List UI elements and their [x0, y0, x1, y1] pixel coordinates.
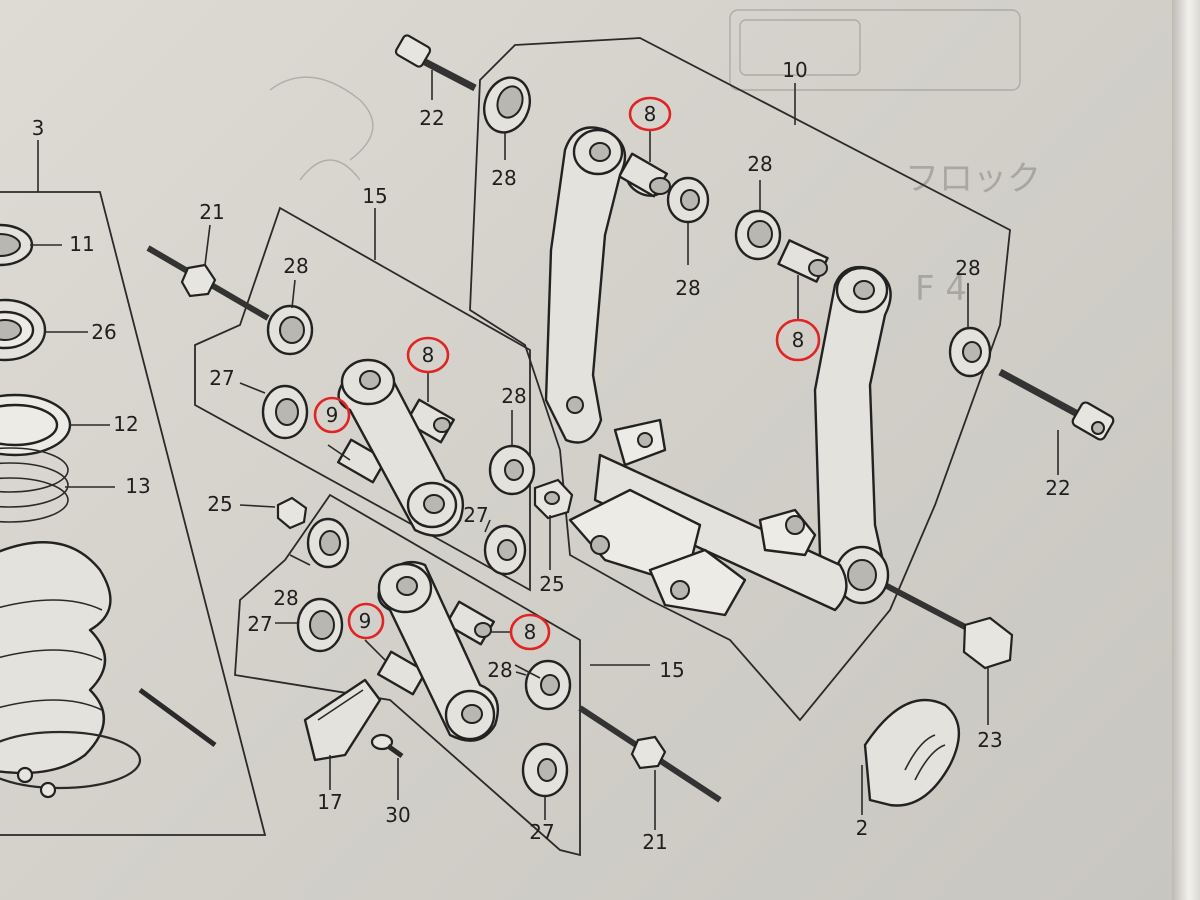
callout-10: 10	[782, 58, 807, 82]
cover-2	[863, 698, 961, 807]
assembly-box-15-lower	[234, 493, 581, 857]
rocker-arm-right	[813, 265, 892, 605]
svg-text:F 4: F 4	[915, 269, 967, 309]
callout-25-left: 25	[207, 492, 232, 516]
callout-27-bottom: 27	[529, 820, 554, 844]
highlight-ring-9-upper	[313, 396, 351, 434]
dust-seal-27-center	[483, 524, 527, 576]
dust-seal-27-left	[261, 384, 309, 440]
bolt-21-lower	[578, 705, 722, 803]
bolt-22-top	[394, 34, 477, 92]
assembly-box-15-upper	[194, 206, 531, 592]
washer-28-center	[488, 444, 536, 496]
callout-8-top: 8	[644, 102, 657, 126]
highlight-ring-8-mid	[775, 318, 821, 362]
leader-lines	[30, 70, 1059, 830]
callout-15-upper: 15	[362, 184, 387, 208]
highlight-rings	[313, 96, 821, 651]
highlight-ring-8-lower	[509, 613, 551, 651]
callout-9-upper: 9	[326, 403, 339, 427]
callout-30: 30	[385, 803, 410, 827]
dust-seal-28-left	[266, 304, 314, 356]
grease-nipple-25-left	[276, 496, 308, 530]
page-binding-edge	[1172, 0, 1200, 900]
bushing-9-upper	[336, 438, 388, 484]
bolt-23	[883, 582, 1014, 670]
washer-28-right	[948, 326, 992, 378]
highlight-ring-9-lower	[347, 602, 385, 640]
callout-15-lower: 15	[659, 658, 684, 682]
callout-8-upper-link: 8	[422, 343, 435, 367]
assembly-box-3	[0, 191, 267, 836]
bushing-8-upper-link	[404, 398, 456, 444]
callout-28-left: 28	[283, 254, 308, 278]
dust-seal-27-lower-left	[296, 597, 344, 653]
link-rod-upper	[337, 358, 465, 537]
callout-28-top-right: 28	[675, 276, 700, 300]
callout-28-top: 28	[491, 166, 516, 190]
callout-12: 12	[113, 412, 138, 436]
bushing-8-top	[617, 152, 671, 198]
spring-13	[0, 447, 69, 523]
callout-27-lower-left: 27	[247, 612, 272, 636]
callout-26: 26	[91, 320, 116, 344]
bracket-17	[303, 678, 382, 762]
callout-9-lower: 9	[359, 609, 372, 633]
bushing-8-lower	[444, 600, 496, 646]
oil-seal-26	[0, 298, 47, 362]
bellows-boot	[0, 541, 217, 799]
callout-3: 3	[32, 116, 45, 140]
callout-8-mid: 8	[792, 328, 805, 352]
washer-28-lower-right	[524, 659, 572, 711]
callout-11: 11	[69, 232, 94, 256]
callout-28-mid: 28	[747, 152, 772, 176]
bushing-9-lower	[376, 650, 428, 696]
dust-seal-28-mid	[734, 209, 782, 261]
callout-17: 17	[317, 790, 342, 814]
callout-2: 2	[856, 816, 869, 840]
spring-seat-12	[0, 393, 72, 457]
washer-28-lower-left	[306, 517, 350, 569]
assembly-box-10	[469, 37, 1011, 722]
callout-21-upper: 21	[199, 200, 224, 224]
washer-28-top-right	[666, 176, 710, 224]
callout-21-lower: 21	[642, 830, 667, 854]
callout-27-center: 27	[463, 503, 488, 527]
callout-28-center: 28	[501, 384, 526, 408]
bushing-8-mid	[777, 239, 829, 283]
callout-27-left: 27	[209, 366, 234, 390]
callout-13: 13	[125, 474, 150, 498]
callout-22-right: 22	[1045, 476, 1070, 500]
show-through-print: フロック F 4	[269, 9, 1041, 309]
callout-28-lower-left: 28	[273, 586, 298, 610]
dust-seal-28-top	[483, 76, 531, 134]
rocker-arm-left	[544, 126, 627, 444]
bolt-22-right	[998, 368, 1115, 441]
link-rod-lower	[377, 560, 500, 742]
callout-28-right: 28	[955, 256, 980, 280]
screw-30	[370, 733, 404, 759]
rocker-cross-tube	[568, 418, 848, 617]
oil-seal-11	[0, 223, 34, 267]
highlight-ring-8-top	[628, 96, 672, 132]
callout-25-center: 25	[539, 572, 564, 596]
callout-22-top: 22	[419, 106, 444, 130]
callout-23: 23	[977, 728, 1002, 752]
washer-27-bottom	[521, 742, 569, 798]
svg-text:フロック: フロック	[905, 159, 1041, 199]
highlight-ring-8-upper-link	[406, 336, 450, 374]
bolt-21-upper	[146, 245, 270, 321]
callout-labels: 3 11 26 12 13 21 28 15 22 28 8 10 28 28 …	[32, 58, 1071, 854]
grease-nipple-25-center	[533, 478, 574, 520]
callout-8-lower: 8	[524, 620, 537, 644]
callout-28-lower-right: 28	[487, 658, 512, 682]
